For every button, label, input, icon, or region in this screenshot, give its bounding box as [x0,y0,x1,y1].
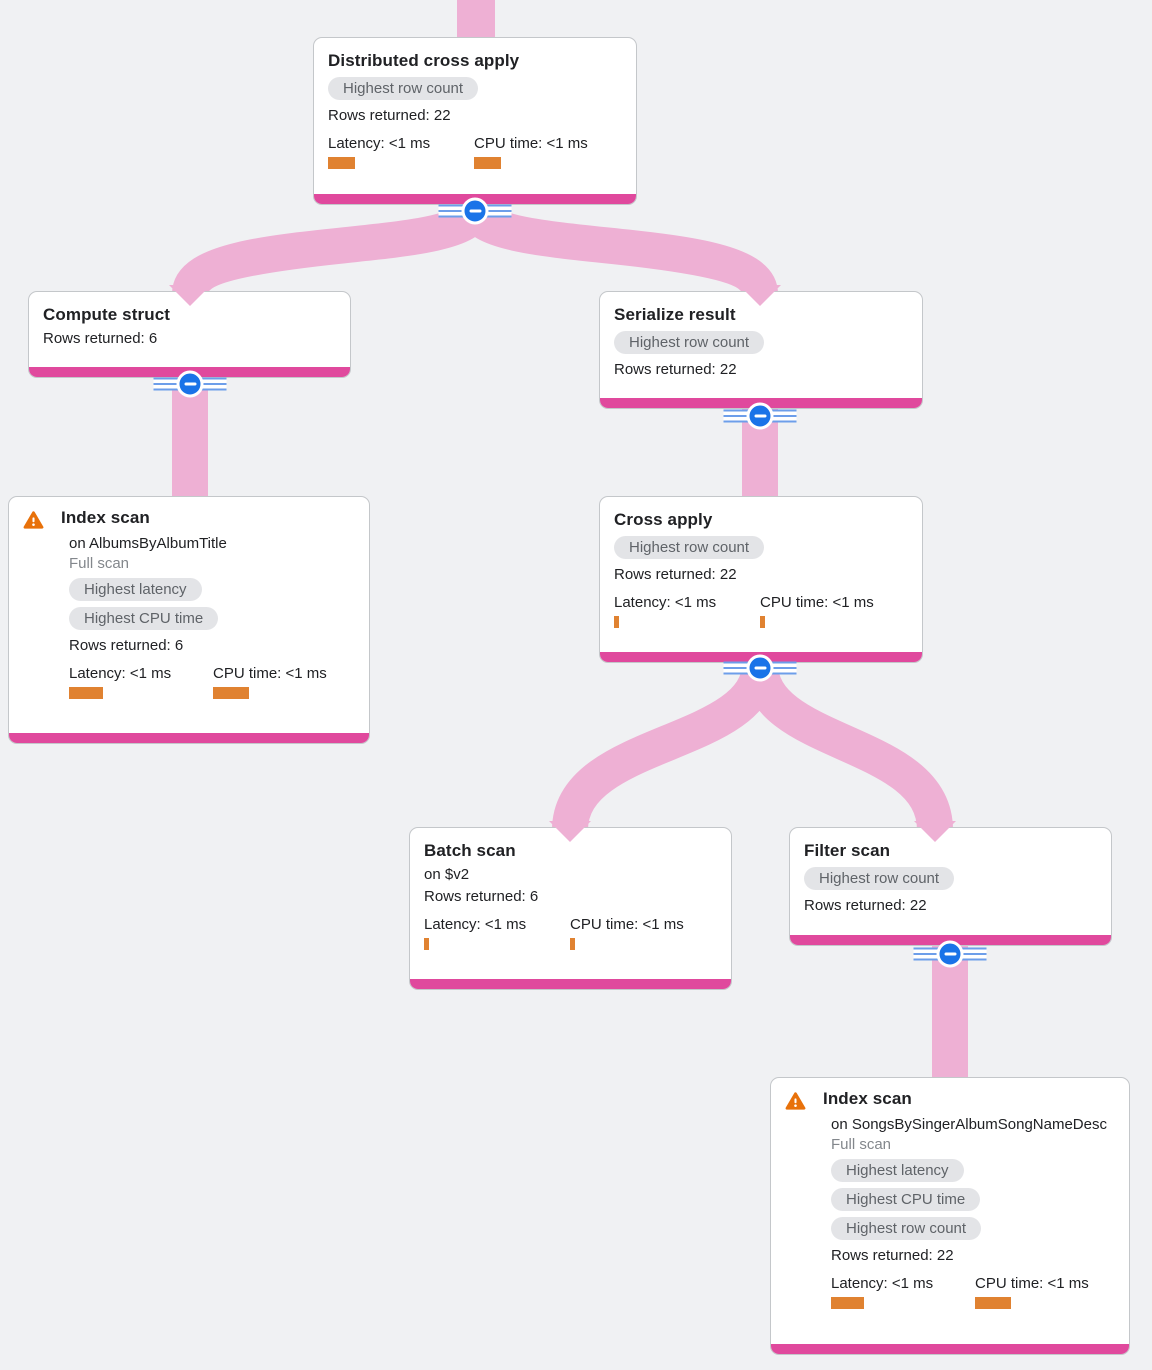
badge-highest-row-count: Highest row count [614,331,765,354]
cpu-time-label: CPU time: <1 ms [474,135,588,152]
cpu-time-label: CPU time: <1 ms [760,594,874,611]
node-title: Cross apply [614,510,713,529]
collapse-minus-icon [746,654,774,682]
ribbon-grip-left [723,661,749,675]
node-index-scan-songs[interactable]: Index scan on SongsBySingerAlbumSongName… [770,1077,1130,1355]
node-serialize-result[interactable]: Serialize result Highest row count Rows … [599,291,923,409]
node-index-scan-albums[interactable]: Index scan on AlbumsByAlbumTitle Full sc… [8,496,370,744]
warning-icon [785,1092,806,1110]
cpu-time-bar [474,157,501,169]
collapse-button-filter-scan[interactable] [913,940,987,968]
node-cross-apply[interactable]: Cross apply Highest row count Rows retur… [599,496,923,663]
scan-target: on $v2 [424,866,470,883]
node-title: Filter scan [804,841,891,860]
edge-cross-filter-scan [742,662,953,832]
collapse-button-serialize-result[interactable] [723,402,797,430]
badge-highest-cpu-time: Highest CPU time [831,1188,981,1211]
ribbon-grip-right [486,204,512,218]
ribbon-grip-left [153,377,179,391]
latency-bar [424,938,429,950]
latency-label: Latency: <1 ms [328,135,431,152]
node-batch-scan[interactable]: Batch scan on $v2 Rows returned: 6 Laten… [409,827,732,990]
node-title: Batch scan [424,841,516,860]
latency-bar [69,687,103,699]
ribbon-grip-left [723,409,749,423]
ribbon-grip-right [201,377,227,391]
node-filter-scan[interactable]: Filter scan Highest row count Rows retur… [789,827,1112,946]
cpu-time-bar [570,938,575,950]
cpu-time-label: CPU time: <1 ms [975,1275,1089,1292]
cpu-time-label: CPU time: <1 ms [213,665,327,682]
latency-label: Latency: <1 ms [614,594,717,611]
scan-type: Full scan [69,555,130,572]
ribbon-grip-right [771,409,797,423]
cpu-time-bar [760,616,765,628]
card-accent-bar [771,1344,1129,1354]
edge-dca-serialize-result [457,202,778,299]
rows-returned: Rows returned: 6 [43,330,158,347]
ribbon-grip-left [438,204,464,218]
node-title: Distributed cross apply [328,51,520,70]
latency-bar [831,1297,864,1309]
node-compute-struct[interactable]: Compute struct Rows returned: 6 [28,291,351,378]
badge-highest-row-count: Highest row count [804,867,955,890]
rows-returned: Rows returned: 22 [328,107,451,124]
warning-icon [23,511,44,529]
badge-highest-cpu-time: Highest CPU time [69,607,219,630]
node-title: Compute struct [43,305,171,324]
collapse-button-cross-apply[interactable] [723,654,797,682]
card-accent-bar [9,733,369,743]
ribbon-grip-right [961,947,987,961]
rows-returned: Rows returned: 22 [804,897,927,914]
latency-label: Latency: <1 ms [831,1275,934,1292]
cpu-time-label: CPU time: <1 ms [570,916,684,933]
node-title: Index scan [823,1089,912,1108]
badge-highest-latency: Highest latency [831,1159,964,1182]
card-accent-bar [790,935,1111,945]
collapse-minus-icon [461,197,489,225]
scan-type: Full scan [831,1136,892,1153]
collapse-button-compute-struct[interactable] [153,370,227,398]
rows-returned: Rows returned: 6 [424,888,539,905]
rows-returned: Rows returned: 22 [831,1247,954,1264]
badge-highest-row-count: Highest row count [831,1217,982,1240]
cpu-time-bar [213,687,249,699]
latency-label: Latency: <1 ms [424,916,527,933]
edge-cross-batch-scan [552,662,778,832]
collapse-minus-icon [936,940,964,968]
badge-highest-row-count: Highest row count [614,536,765,559]
badge-highest-row-count: Highest row count [328,77,479,100]
latency-label: Latency: <1 ms [69,665,172,682]
ribbon-grip-left [913,947,939,961]
scan-target: on AlbumsByAlbumTitle [69,535,227,552]
node-distributed-cross-apply[interactable]: Distributed cross apply Highest row coun… [313,37,637,205]
edge-dca-compute-struct [172,202,493,299]
rows-returned: Rows returned: 22 [614,566,737,583]
rows-returned: Rows returned: 22 [614,361,737,378]
latency-bar [614,616,619,628]
card-accent-bar [410,979,731,989]
collapse-minus-icon [746,402,774,430]
collapse-button-distributed-cross-apply[interactable] [438,197,512,225]
badge-highest-latency: Highest latency [69,578,202,601]
latency-bar [328,157,355,169]
node-title: Index scan [61,508,150,527]
cpu-time-bar [975,1297,1011,1309]
collapse-minus-icon [176,370,204,398]
ribbon-grip-right [771,661,797,675]
scan-target: on SongsBySingerAlbumSongNameDesc [831,1116,1107,1133]
rows-returned: Rows returned: 6 [69,637,184,654]
node-title: Serialize result [614,305,736,324]
